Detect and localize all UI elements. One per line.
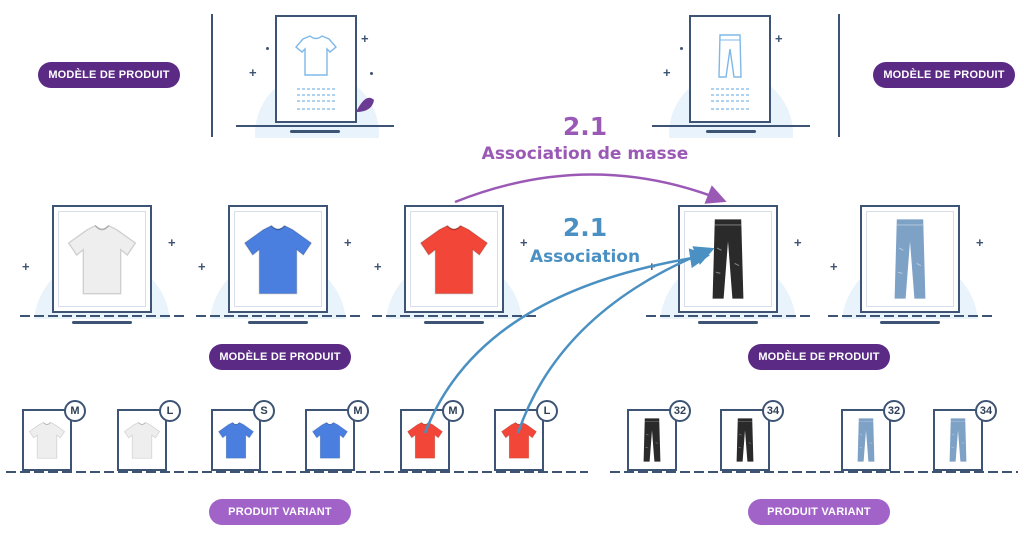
mass-association-arrow <box>455 174 722 202</box>
association-arrow-m <box>425 256 705 433</box>
